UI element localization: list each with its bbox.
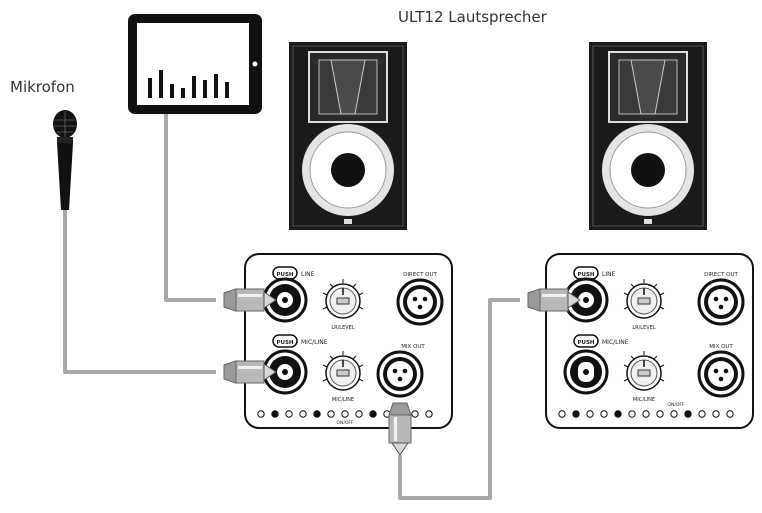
speaker-left [288,41,408,231]
mix-out-jack[interactable] [376,350,424,398]
cables [63,112,520,500]
connector-panel-left: PUSH LINE LR/LEVEL DIRECT OUT PUSH MIC/L… [244,253,453,429]
push-label: PUSH [577,272,594,278]
mix-out-label: MIX OUT [401,344,425,350]
lr-level-label: LR/LEVEL [632,325,655,331]
mic-line-combo-jack[interactable] [563,349,609,395]
cable-mic-to-micline [63,210,216,374]
connector-panel-right: PUSH LINE LR/LEVEL DIRECT OUT PUSH MIC/L… [545,253,754,429]
mic-line-label: MIC/LINE [301,339,328,346]
push-label: PUSH [276,272,293,278]
switch-row-label: ON/OFF [667,402,685,408]
line-label: LINE [301,271,315,278]
direct-out-label: DIRECT OUT [704,272,738,278]
microphone-label: Mikrofon [10,78,75,96]
line-label: LINE [602,271,616,278]
tablet-icon [128,14,262,114]
push-label: PUSH [577,340,594,346]
push-label: PUSH [276,340,293,346]
cable-tablet-to-line [164,112,216,302]
cable-mixout-to-right-line [398,298,520,500]
direct-out-label: DIRECT OUT [403,272,437,278]
direct-out-jack[interactable] [697,278,745,326]
plug-mixout [388,402,412,456]
direct-out-jack[interactable] [396,278,444,326]
mix-out-jack[interactable] [697,350,745,398]
switch-row [558,410,734,418]
mic-line-label: MIC/LINE [602,339,629,346]
mic-level-label: MIC/LINE [332,397,354,403]
switch-row-label: ON/OFF [336,420,354,426]
speakers-label: ULT12 Lautsprecher [398,8,547,26]
microphone-icon [53,110,77,210]
mic-level-label: MIC/LINE [633,397,655,403]
mix-out-label: MIX OUT [709,344,733,350]
lr-level-label: LR/LEVEL [331,325,354,331]
speaker-right [588,41,708,231]
